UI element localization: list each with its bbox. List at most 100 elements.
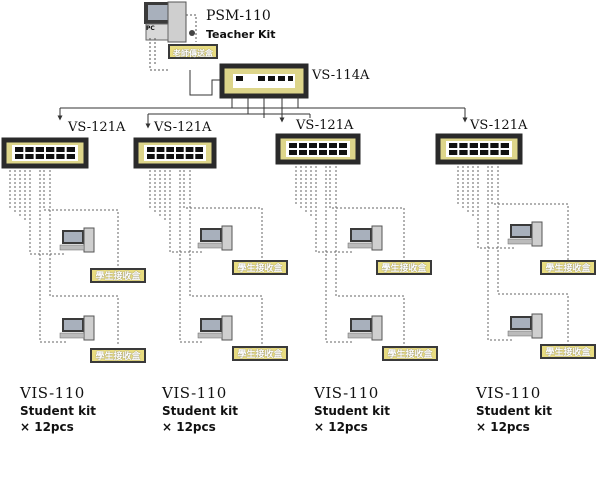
student-wires: [9, 166, 569, 346]
receiver-box: 學生接收盒: [540, 344, 596, 359]
hub-port: [299, 143, 307, 148]
hub-port: [35, 147, 44, 152]
student-keyboard-icon: [59, 332, 85, 339]
hub-port: [66, 154, 75, 159]
student-keyboard-icon: [197, 332, 223, 339]
hub-port: [15, 154, 24, 159]
hub-port: [339, 143, 347, 148]
receiver-box: 學生接收盒: [232, 260, 288, 275]
student-kit-qty-1: × 12pcs: [20, 420, 74, 434]
receiver-box: 學生接收盒: [232, 346, 288, 361]
sub-hub-label-1: VS-121A: [68, 120, 126, 135]
main-hub-vs114a: [219, 63, 309, 99]
student-kit-desc-1: Student kit: [20, 404, 96, 418]
student-screen: [352, 320, 370, 330]
hub-port: [449, 143, 458, 148]
student-kit-model-3: VIS-110: [314, 384, 379, 402]
student-tower-icon: [221, 315, 233, 341]
hub-port: [156, 147, 165, 152]
student-screen: [202, 320, 220, 330]
student-keyboard-icon: [59, 244, 85, 251]
pc-wire: [315, 166, 354, 253]
pc-wire: [169, 170, 204, 253]
hub-port: [329, 150, 337, 155]
student-tower-icon: [83, 227, 95, 253]
student-tower-icon: [371, 315, 383, 341]
student-screen: [64, 320, 82, 330]
hub-port: [500, 143, 509, 148]
hub-ports: [15, 143, 509, 159]
receiver-wire: [497, 166, 569, 344]
student-kit-desc-3: Student kit: [314, 404, 390, 418]
teacher-wires: [149, 14, 197, 71]
receiver-wire: [491, 166, 569, 260]
distribution-bus: [57, 96, 468, 129]
hub-port: [309, 150, 317, 155]
pc-tag: PC: [146, 25, 155, 32]
hub-port: [25, 154, 34, 159]
student-tower-icon: [531, 313, 543, 339]
hub-port: [176, 147, 184, 152]
hub-port: [166, 154, 174, 159]
receiver-wire: [189, 170, 263, 346]
receiver-wire: [43, 170, 119, 266]
receiver-wire: [183, 170, 263, 264]
pc-wire: [477, 166, 514, 249]
hub-port: [176, 154, 184, 159]
student-kit-model-4: VIS-110: [476, 384, 541, 402]
hub-port: [147, 154, 155, 159]
pc-wire: [487, 166, 514, 341]
student-keyboard-icon: [507, 238, 533, 245]
hub-port: [500, 150, 509, 155]
student-screen: [202, 230, 220, 240]
student-keyboard-icon: [197, 242, 223, 249]
student-tower-icon: [83, 315, 95, 341]
hub-port: [480, 143, 489, 148]
teacher-computer-icon: [144, 1, 195, 43]
student-kit-qty-2: × 12pcs: [162, 420, 216, 434]
pc-wire: [29, 170, 66, 255]
receiver-wire: [329, 166, 405, 264]
receiver-wire: [49, 170, 119, 346]
hub-port: [147, 147, 155, 152]
hub-port: [319, 143, 327, 148]
hub-port: [289, 143, 297, 148]
student-kit-model-2: VIS-110: [162, 384, 227, 402]
hub-port: [25, 147, 34, 152]
receiver-box: 學生接收盒: [376, 260, 432, 275]
student-screen: [512, 226, 530, 236]
hub-port: [459, 150, 468, 155]
teacher-model-label: PSM-110: [206, 8, 271, 24]
receiver-box: 學生接收盒: [540, 260, 596, 275]
student-screen: [64, 232, 82, 242]
student-keyboard-icon: [347, 332, 373, 339]
student-screen: [512, 318, 530, 328]
sub-hub-3: [275, 133, 361, 165]
sub-hub-4: [435, 133, 523, 165]
hub-port: [329, 143, 337, 148]
student-kit-desc-2: Student kit: [162, 404, 238, 418]
hub-port: [469, 150, 478, 155]
hub-port: [15, 147, 24, 152]
hub-port: [185, 147, 194, 152]
hub-port: [469, 143, 478, 148]
student-tower-icon: [531, 221, 543, 247]
hub-port: [459, 143, 468, 148]
receiver-box: 學生接收盒: [90, 268, 146, 283]
hub-port: [195, 154, 203, 159]
student-kit-qty-4: × 12pcs: [476, 420, 530, 434]
hub-port: [289, 150, 297, 155]
student-kit-qty-3: × 12pcs: [314, 420, 368, 434]
student-screen: [352, 230, 370, 240]
teacher-kit-label: Teacher Kit: [206, 28, 276, 41]
hub-port: [46, 154, 55, 159]
student-kit-model-1: VIS-110: [20, 384, 85, 402]
hub-port: [66, 147, 75, 152]
hub-port: [319, 150, 327, 155]
sub-hub-2: [133, 137, 217, 169]
hub-port: [299, 150, 307, 155]
pc-wire: [39, 170, 66, 343]
hub-port: [35, 154, 44, 159]
sub-hub-label-3: VS-121A: [296, 118, 354, 133]
